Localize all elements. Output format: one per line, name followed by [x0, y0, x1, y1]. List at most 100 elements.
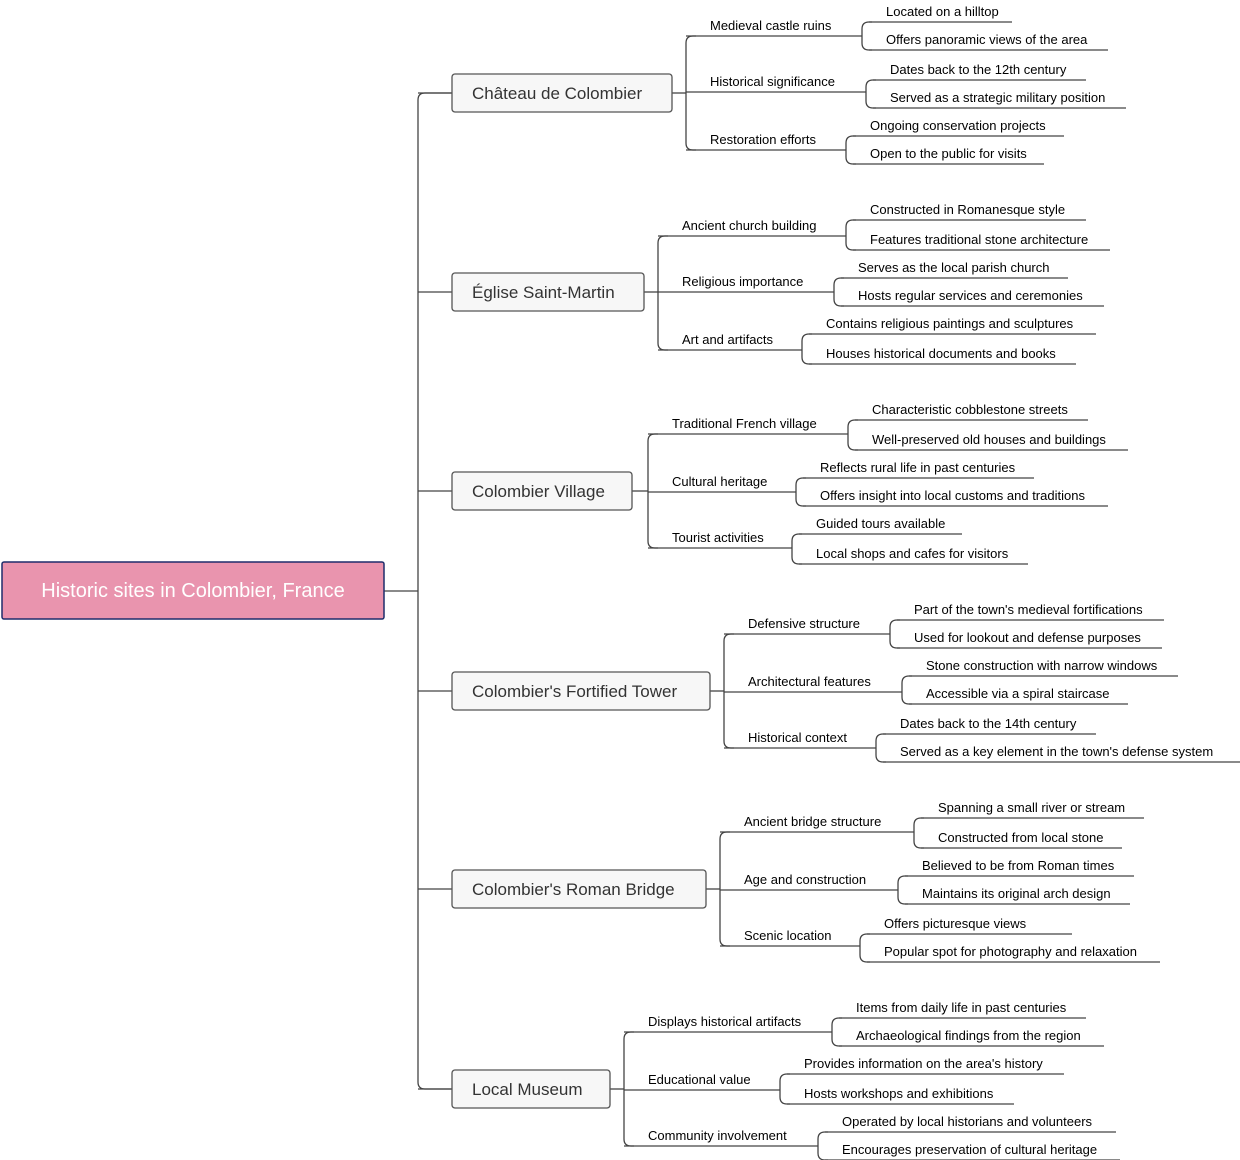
- leaf-node[interactable]: Well-preserved old houses and buildings: [855, 432, 1128, 451]
- subtopic-node[interactable]: Ancient bridge structure: [720, 814, 914, 833]
- leaf-node[interactable]: Ongoing conservation projects: [853, 118, 1064, 137]
- branch-label: Église Saint-Martin: [472, 283, 615, 302]
- leaf-node[interactable]: Provides information on the area's histo…: [787, 1056, 1064, 1075]
- subtopic-node[interactable]: Architectural features: [724, 674, 902, 693]
- leaf-node[interactable]: Offers panoramic views of the area: [869, 32, 1108, 51]
- leaf-node[interactable]: Hosts workshops and exhibitions: [787, 1086, 1014, 1105]
- leaf-node[interactable]: Open to the public for visits: [853, 146, 1044, 165]
- leaf-label: Characteristic cobblestone streets: [872, 402, 1068, 417]
- leaf-node[interactable]: Hosts regular services and ceremonies: [841, 288, 1104, 307]
- leaf-node[interactable]: Features traditional stone architecture: [853, 232, 1110, 251]
- leaf-label: Offers insight into local customs and tr…: [820, 488, 1085, 503]
- leaf-node[interactable]: Offers picturesque views: [867, 916, 1072, 935]
- leaf-label: Encourages preservation of cultural heri…: [842, 1142, 1097, 1157]
- leaf-node[interactable]: Dates back to the 12th century: [873, 62, 1086, 81]
- subtopic-node[interactable]: Displays historical artifacts: [624, 1014, 832, 1033]
- leaf-node[interactable]: Encourages preservation of cultural heri…: [825, 1142, 1120, 1160]
- leaf-label: Maintains its original arch design: [922, 886, 1111, 901]
- subtopic-node[interactable]: Educational value: [624, 1072, 780, 1091]
- leaf-bracket: [845, 135, 856, 165]
- leaf-node[interactable]: Operated by local historians and volunte…: [825, 1114, 1116, 1133]
- leaf-label: Features traditional stone architecture: [870, 232, 1088, 247]
- leaf-node[interactable]: Used for lookout and defense purposes: [897, 630, 1162, 649]
- branch-label: Château de Colombier: [472, 84, 642, 103]
- subtopic-node[interactable]: Art and artifacts: [658, 332, 802, 351]
- subtopic-node[interactable]: Historical significance: [686, 74, 866, 93]
- leaf-label: Operated by local historians and volunte…: [842, 1114, 1093, 1129]
- subtopic-node[interactable]: Religious importance: [658, 274, 834, 293]
- subtopic-label: Age and construction: [744, 872, 866, 887]
- branch-label: Local Museum: [472, 1080, 583, 1099]
- leaf-node[interactable]: Believed to be from Roman times: [905, 858, 1134, 877]
- leaf-node[interactable]: Spanning a small river or stream: [921, 800, 1144, 819]
- sub-trunk: [685, 35, 696, 151]
- leaf-node[interactable]: Dates back to the 14th century: [883, 716, 1096, 735]
- branch-label: Colombier's Roman Bridge: [472, 880, 675, 899]
- leaf-node[interactable]: Served as a strategic military position: [873, 90, 1126, 109]
- subtopic-node[interactable]: Ancient church building: [658, 218, 846, 237]
- leaf-node[interactable]: Items from daily life in past centuries: [839, 1000, 1086, 1019]
- leaf-bracket: [913, 817, 924, 849]
- leaf-node[interactable]: Stone construction with narrow windows: [909, 658, 1178, 677]
- leaf-node[interactable]: Guided tours available: [799, 516, 962, 535]
- leaf-node[interactable]: Local shops and cafes for visitors: [799, 546, 1028, 565]
- leaf-bracket: [831, 1017, 842, 1047]
- leaf-bracket: [779, 1073, 790, 1105]
- leaf-node[interactable]: Serves as the local parish church: [841, 260, 1068, 279]
- subtopic-node[interactable]: Restoration efforts: [686, 132, 846, 151]
- leaf-label: Hosts regular services and ceremonies: [858, 288, 1083, 303]
- leaf-node[interactable]: Constructed from local stone: [921, 830, 1122, 849]
- subtopic-label: Art and artifacts: [682, 332, 774, 347]
- subtopic-label: Community involvement: [648, 1128, 787, 1143]
- branch-node[interactable]: Colombier's Fortified Tower: [451, 671, 711, 711]
- leaf-node[interactable]: Accessible via a spiral staircase: [909, 686, 1128, 705]
- branch-box: [451, 671, 711, 711]
- leaf-node[interactable]: Characteristic cobblestone streets: [855, 402, 1088, 421]
- subtopic-node[interactable]: Traditional French village: [648, 416, 848, 435]
- subtopic-label: Tourist activities: [672, 530, 764, 545]
- leaf-node[interactable]: Contains religious paintings and sculptu…: [809, 316, 1096, 335]
- subtopic-node[interactable]: Medieval castle ruins: [686, 18, 862, 37]
- root-node[interactable]: Historic sites in Colombier, France: [1, 561, 385, 620]
- subtopic-node[interactable]: Defensive structure: [724, 616, 890, 635]
- branch-node[interactable]: Colombier's Roman Bridge: [451, 869, 707, 909]
- sub-trunk: [719, 831, 730, 947]
- leaf-bracket: [791, 533, 802, 565]
- subtopic-node[interactable]: Tourist activities: [648, 530, 792, 549]
- leaf-node[interactable]: Popular spot for photography and relaxat…: [867, 944, 1160, 963]
- leaf-node[interactable]: Part of the town's medieval fortificatio…: [897, 602, 1164, 621]
- subtopic-node[interactable]: Cultural heritage: [648, 474, 796, 493]
- leaf-label: Dates back to the 14th century: [900, 716, 1077, 731]
- leaf-label: Stone construction with narrow windows: [926, 658, 1158, 673]
- branch-node[interactable]: Colombier Village: [451, 471, 633, 511]
- leaf-node[interactable]: Constructed in Romanesque style: [853, 202, 1086, 221]
- leaf-label: Popular spot for photography and relaxat…: [884, 944, 1137, 959]
- branch-node[interactable]: Local Museum: [451, 1069, 611, 1109]
- subtopic-node[interactable]: Historical context: [724, 730, 876, 749]
- subtopic-node[interactable]: Age and construction: [720, 872, 898, 891]
- leaf-node[interactable]: Houses historical documents and books: [809, 346, 1076, 365]
- leaf-node[interactable]: Served as a key element in the town's de…: [883, 744, 1240, 763]
- leaf-label: Served as a strategic military position: [890, 90, 1105, 105]
- leaf-bracket: [889, 619, 900, 649]
- subtopic-node[interactable]: Scenic location: [720, 928, 860, 947]
- subtopic-label: Medieval castle ruins: [710, 18, 832, 33]
- subtopic-label: Cultural heritage: [672, 474, 767, 489]
- subtopic-label: Defensive structure: [748, 616, 860, 631]
- branch-node[interactable]: Église Saint-Martin: [451, 272, 645, 312]
- leaf-node[interactable]: Maintains its original arch design: [905, 886, 1130, 905]
- leaf-label: Provides information on the area's histo…: [804, 1056, 1043, 1071]
- leaf-node[interactable]: Located on a hilltop: [869, 4, 1012, 23]
- branch-node[interactable]: Château de Colombier: [451, 73, 673, 113]
- leaf-node[interactable]: Offers insight into local customs and tr…: [803, 488, 1108, 507]
- leaf-label: Serves as the local parish church: [858, 260, 1049, 275]
- subtopic-label: Restoration efforts: [710, 132, 816, 147]
- leaf-label: Guided tours available: [816, 516, 945, 531]
- subtopic-label: Ancient church building: [682, 218, 816, 233]
- branch-box: [451, 73, 673, 113]
- leaf-node[interactable]: Archaeological findings from the region: [839, 1028, 1104, 1047]
- subtopic-node[interactable]: Community involvement: [624, 1128, 818, 1147]
- leaf-node[interactable]: Reflects rural life in past centuries: [803, 460, 1034, 479]
- leaf-label: Accessible via a spiral staircase: [926, 686, 1110, 701]
